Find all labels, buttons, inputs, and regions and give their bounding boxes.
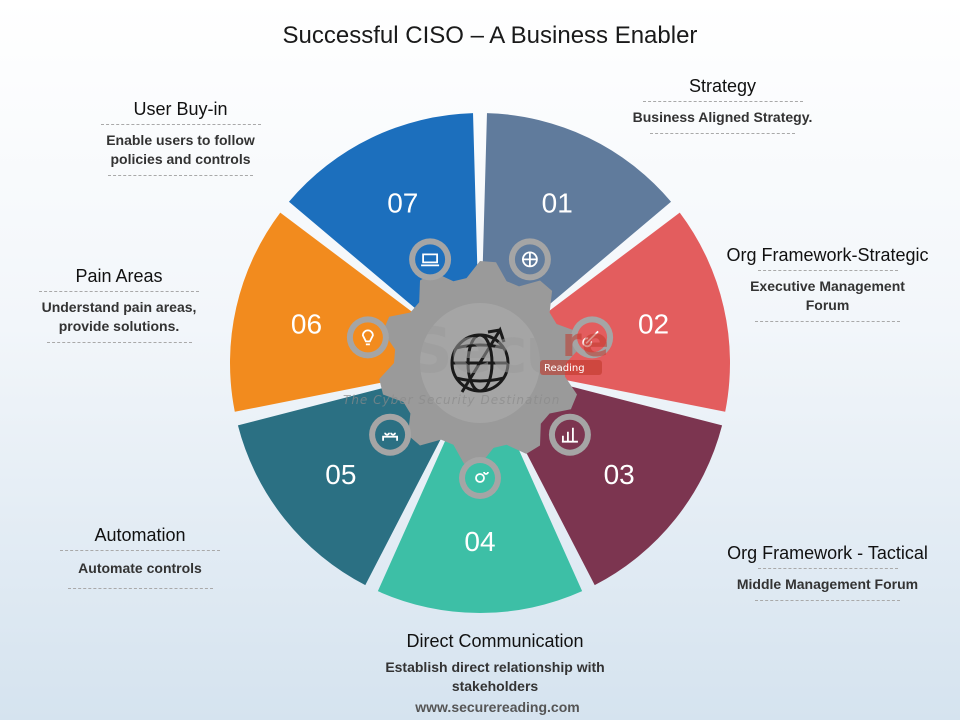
numbers-layer: 01 02 03 04 05 06 07 [291, 188, 669, 557]
people-icon [369, 413, 412, 456]
label-description: Understand pain areas, provide solutions… [41, 299, 197, 334]
center-globe-icon [450, 326, 510, 393]
label-description: Executive Management Forum [750, 278, 905, 313]
svg-text:re: re [562, 320, 609, 366]
svg-text:Secu: Secu [408, 314, 568, 387]
label-direct-communication: Direct Communication Establish direct re… [380, 631, 610, 702]
segment-number-01: 01 [542, 188, 573, 219]
bar-chart-icon [548, 413, 591, 456]
svg-text:The Cyber Security Destination: The Cyber Security Destination [343, 393, 560, 407]
gears-icon [459, 457, 501, 499]
segment-04 [377, 426, 583, 614]
label-description: Middle Management Forum [736, 576, 919, 592]
label-title: User Buy-in [133, 99, 228, 119]
label-pain-areas: Pain Areas Understand pain areas, provid… [28, 266, 210, 343]
segment-number-02: 02 [638, 308, 669, 339]
globe-icon [508, 238, 551, 281]
label-title: Org Framework-Strategic [726, 245, 929, 265]
segment-number-07: 07 [387, 188, 418, 219]
segment-number-06: 06 [291, 308, 322, 339]
icon-sockets-layer [346, 238, 614, 499]
label-description: Business Aligned Strategy. [632, 109, 813, 125]
website-url: www.securereading.com [415, 699, 580, 715]
label-description: Establish direct relationship with stake… [385, 659, 605, 694]
label-title: Org Framework - Tactical [727, 543, 928, 563]
label-org-framework-strategic: Org Framework-Strategic Executive Manage… [705, 245, 950, 322]
label-title: Pain Areas [75, 266, 163, 286]
label-org-framework-tactical: Org Framework - Tactical Middle Manageme… [705, 543, 950, 601]
laptop-icon [409, 238, 452, 281]
segment-number-03: 03 [604, 459, 635, 490]
label-strategy: Strategy Business Aligned Strategy. [620, 76, 825, 134]
segment-number-05: 05 [325, 459, 356, 490]
label-description: Enable users to follow policies and cont… [106, 132, 255, 167]
lightbulb-icon [346, 316, 389, 359]
label-title: Strategy [688, 76, 757, 96]
label-user-buy-in: User Buy-in Enable users to follow polic… [88, 99, 273, 176]
label-title: Automation [94, 525, 186, 545]
label-title: Direct Communication [406, 631, 584, 651]
label-automation: Automation Automate controls [50, 525, 230, 589]
guitar-icon [571, 316, 614, 359]
segment-06 [230, 212, 425, 412]
label-description: Automate controls [78, 560, 202, 576]
watermark: Secu re Reading The Cyber Security Desti… [343, 314, 609, 407]
page-title: Successful CISO – A Business Enabler [282, 22, 698, 49]
segment-number-04: 04 [464, 526, 495, 557]
svg-text:Reading: Reading [544, 363, 585, 374]
